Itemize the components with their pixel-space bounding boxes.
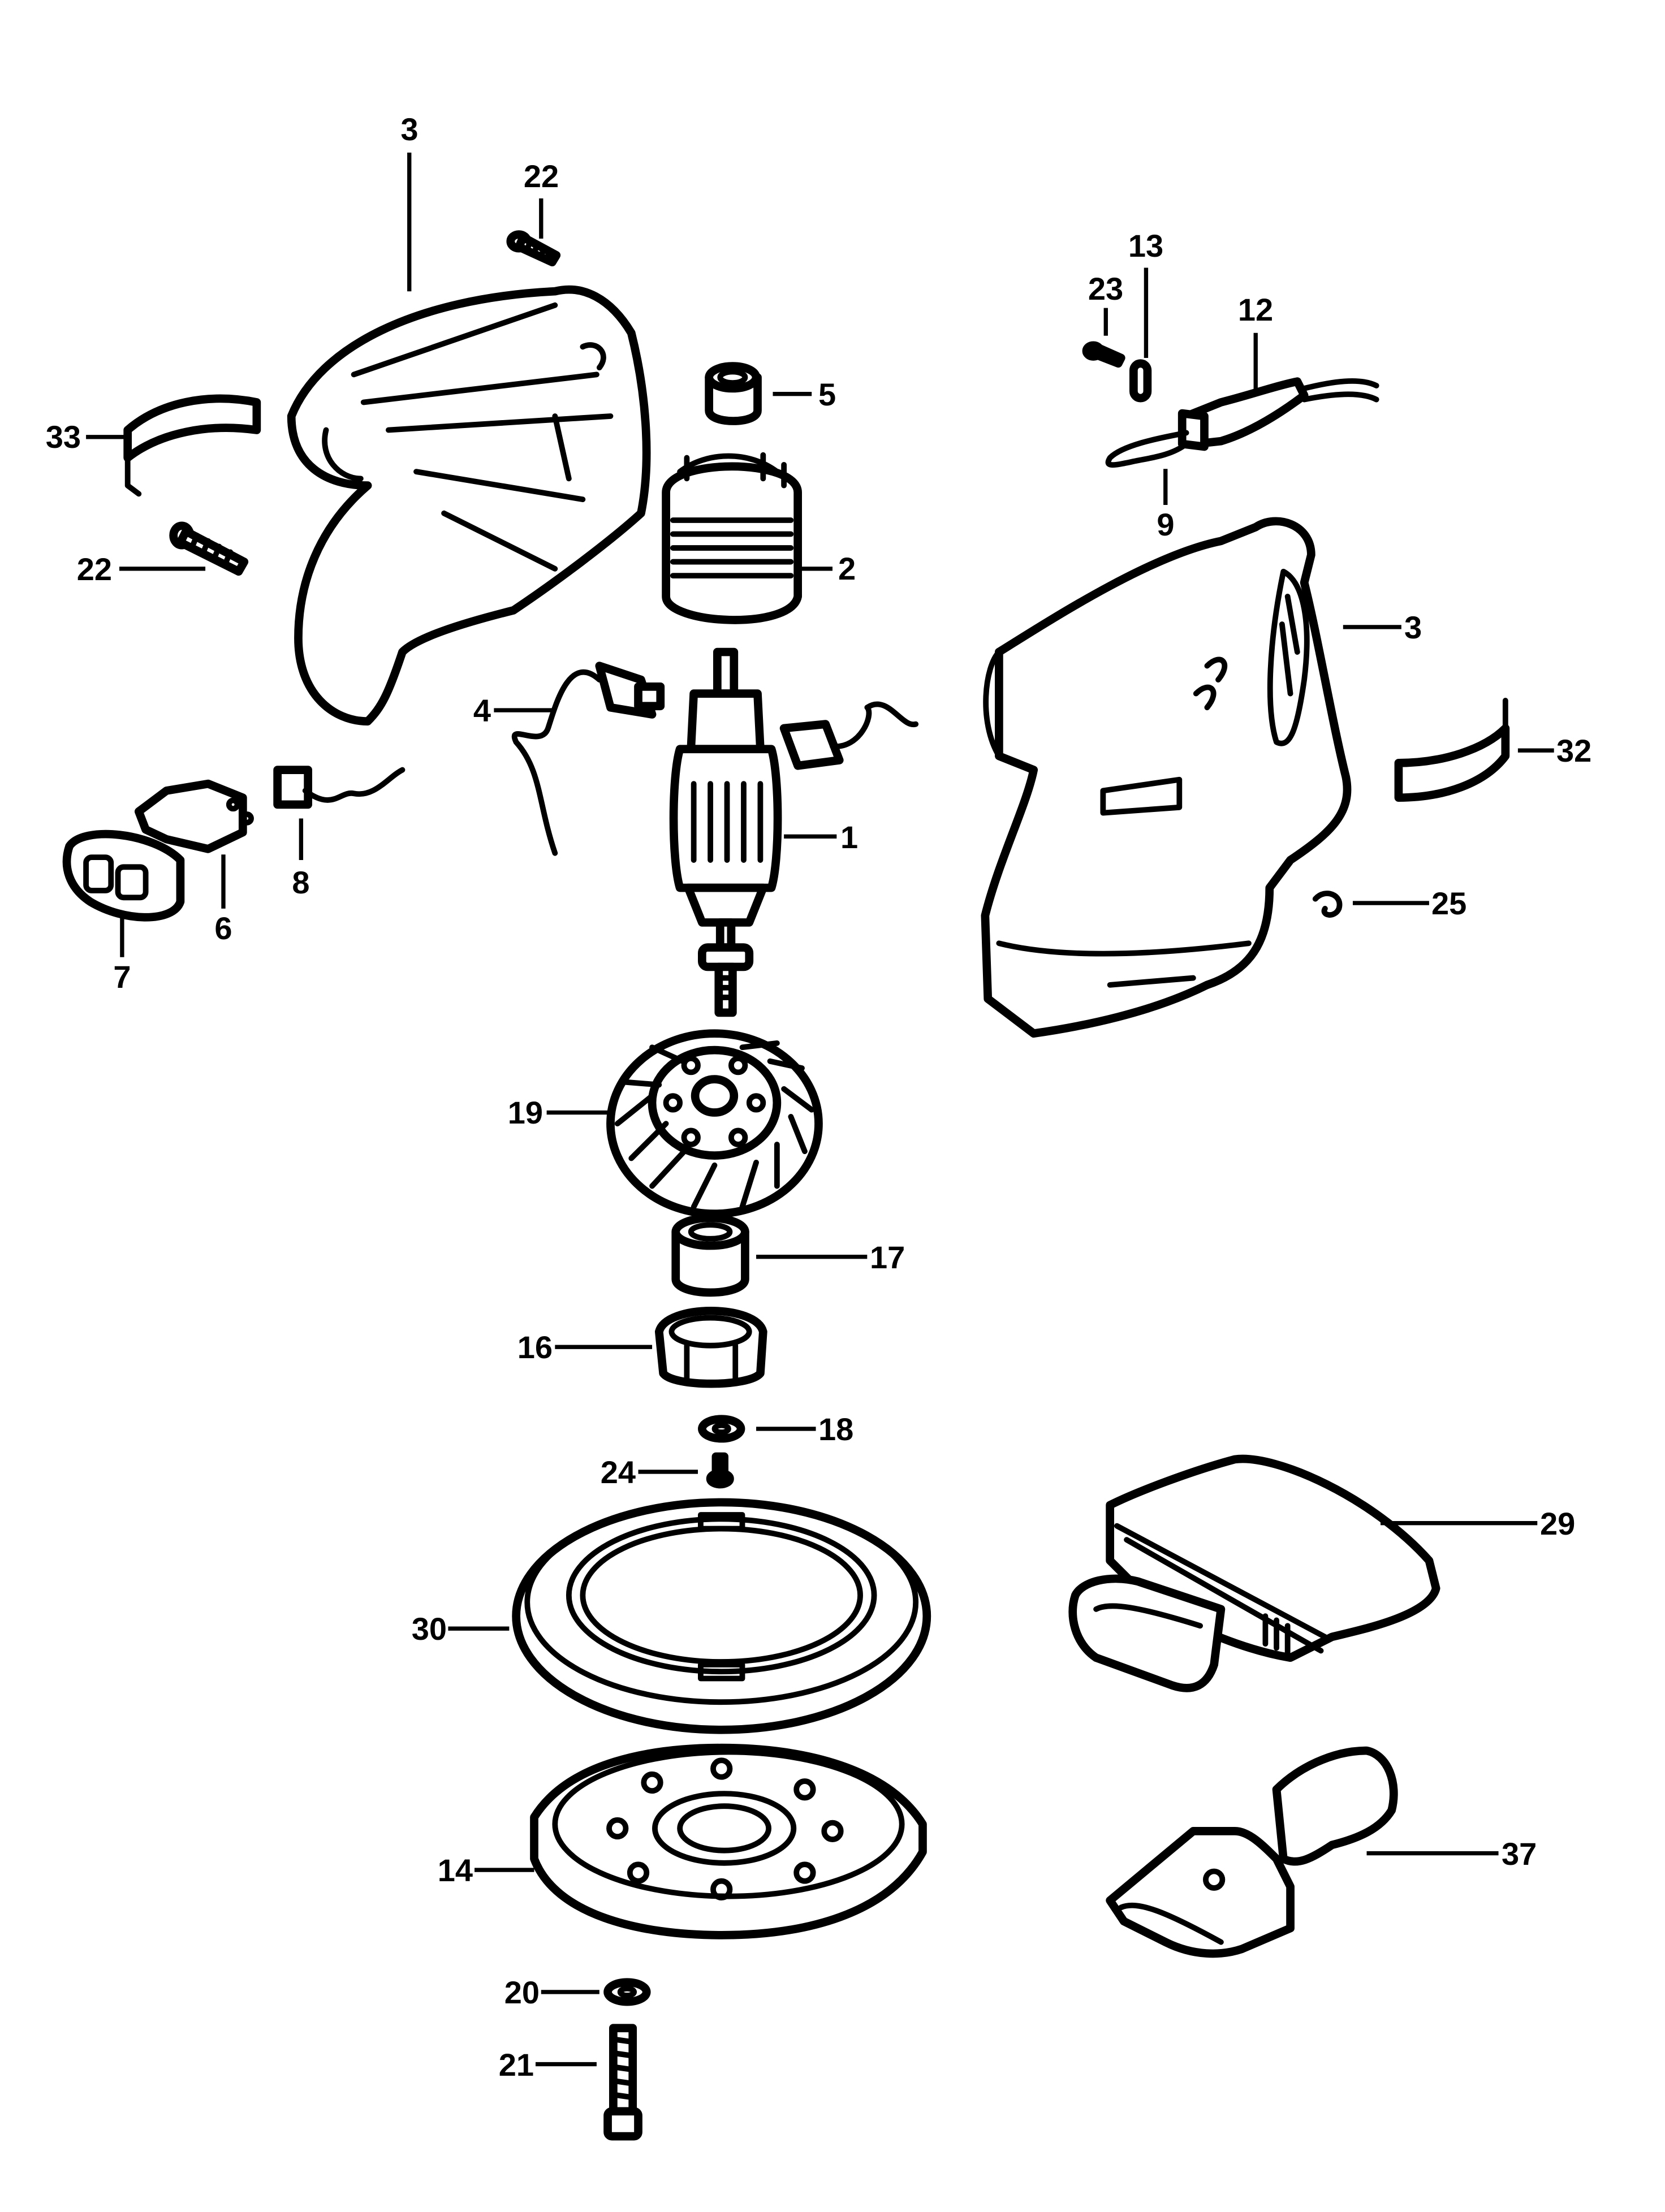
callout-25: 25 xyxy=(1431,885,1466,921)
switch-wire-8 xyxy=(273,766,406,809)
switch-6 xyxy=(134,779,254,853)
pad-ring-30 xyxy=(512,1498,931,1734)
nozzle-adaptor-37 xyxy=(1106,1746,1398,1958)
brush-holder-4 xyxy=(511,662,919,856)
callout-3-housing-left: 3 xyxy=(400,111,418,147)
washer-18 xyxy=(698,1415,745,1443)
callout-32: 32 xyxy=(1556,733,1591,768)
housing-assembled xyxy=(981,517,1352,1038)
callout-3-housing-assembled: 3 xyxy=(1404,610,1422,645)
callout-19: 19 xyxy=(508,1095,543,1130)
callout-20: 20 xyxy=(504,1975,540,2010)
bearing-17 xyxy=(671,1213,749,1297)
callout-24: 24 xyxy=(601,1454,636,1490)
callout-16: 16 xyxy=(517,1329,553,1365)
screw-22-left xyxy=(169,521,249,576)
callout-37: 37 xyxy=(1502,1836,1537,1872)
callout-17: 17 xyxy=(870,1239,905,1275)
bearing-housing-16 xyxy=(654,1307,767,1388)
screw-21 xyxy=(603,2024,642,2141)
leader-lines xyxy=(86,152,1554,2067)
callout-33: 33 xyxy=(46,419,81,455)
callout-23: 23 xyxy=(1088,271,1123,306)
callout-labels: 3 22 33 22 5 2 23 13 12 9 3 32 4 1 8 6 7… xyxy=(46,111,1592,2083)
callout-6: 6 xyxy=(214,910,232,946)
screw-24 xyxy=(706,1452,734,1489)
power-cord-assembly xyxy=(1082,341,1379,468)
field-stator-2 xyxy=(662,452,803,624)
bearing-5 xyxy=(705,362,762,425)
callout-14: 14 xyxy=(438,1852,473,1888)
callout-29: 29 xyxy=(1540,1506,1575,1541)
washer-20 xyxy=(603,1978,651,2006)
clip-25 xyxy=(1312,891,1343,918)
callout-2: 2 xyxy=(838,551,856,586)
housing-half-left xyxy=(287,285,651,726)
callout-22-top: 22 xyxy=(524,158,559,194)
label-band-32 xyxy=(1394,698,1510,802)
callout-30: 30 xyxy=(412,1611,447,1647)
callout-8: 8 xyxy=(292,865,309,900)
callout-22-left: 22 xyxy=(77,551,112,587)
callout-21: 21 xyxy=(499,2047,534,2083)
switch-cover-7 xyxy=(62,830,185,922)
callout-4: 4 xyxy=(473,693,491,728)
callout-9: 9 xyxy=(1157,507,1174,542)
callout-7: 7 xyxy=(113,959,131,995)
callout-5: 5 xyxy=(818,377,836,412)
armature-1 xyxy=(669,647,782,1017)
callout-18: 18 xyxy=(818,1411,853,1447)
fan-19 xyxy=(606,1029,823,1218)
dust-adaptor-29 xyxy=(1068,1454,1440,1692)
callout-1: 1 xyxy=(840,819,858,855)
screw-22-top xyxy=(506,230,561,267)
label-band-33 xyxy=(123,394,261,497)
callout-12: 12 xyxy=(1238,292,1273,327)
sanding-pad-14 xyxy=(530,1743,927,1939)
callout-13: 13 xyxy=(1128,228,1163,263)
